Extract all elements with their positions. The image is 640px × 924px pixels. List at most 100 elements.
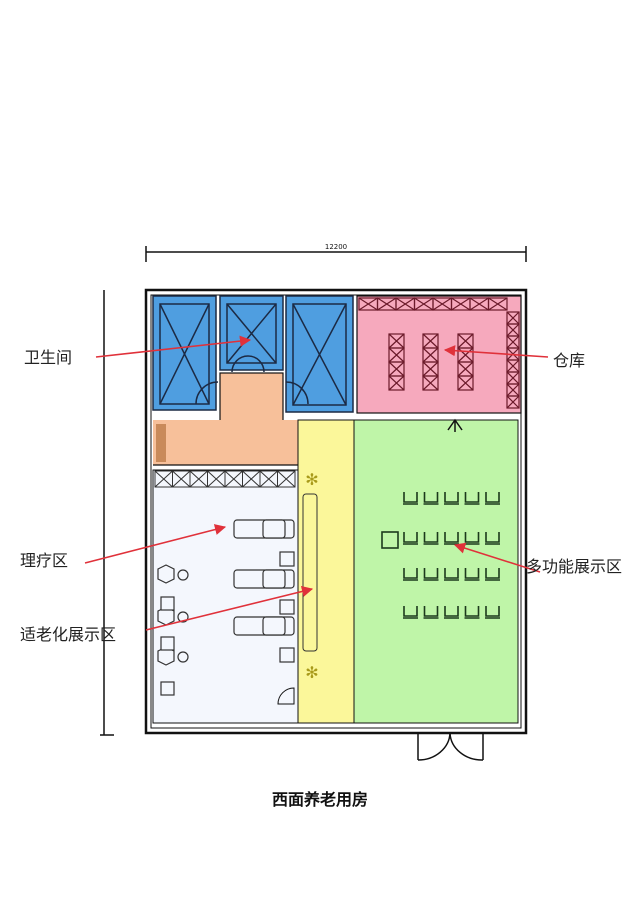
cross: [242, 470, 261, 488]
dimension-height: [100, 290, 114, 736]
label-multi-display: 多功能展示区: [526, 557, 623, 576]
cross: [207, 470, 226, 488]
chair: [485, 492, 500, 505]
cross: [457, 333, 474, 349]
entrance-door: [417, 732, 484, 761]
storage-rack: [422, 333, 439, 349]
box: [422, 375, 439, 391]
cross: [377, 297, 397, 311]
storage-rack: [388, 347, 405, 363]
chair: [423, 492, 439, 505]
chair: [485, 606, 500, 619]
cross: [457, 361, 474, 377]
label-restroom: 卫生间: [24, 348, 73, 367]
chair: [423, 532, 439, 545]
dimension-width-label: 12200: [325, 243, 347, 251]
cross: [277, 470, 296, 488]
massage-bed: [233, 616, 295, 636]
restroom-zone: [152, 295, 354, 413]
chair: [485, 532, 500, 545]
plan-title: 西面养老用房: [271, 790, 368, 809]
cross: [432, 297, 452, 311]
chair: [464, 492, 480, 505]
cross: [506, 371, 520, 385]
stool: [279, 647, 295, 663]
cross: [506, 359, 520, 373]
chair: [444, 606, 459, 619]
cross: [388, 333, 405, 349]
cross: [388, 361, 405, 377]
cross: [154, 470, 173, 488]
storage-rack: [388, 361, 405, 377]
side-table: [177, 651, 189, 663]
chair: [464, 532, 480, 545]
shelf-unit: [277, 470, 296, 488]
chair: [464, 568, 480, 581]
stool: [160, 596, 175, 611]
label-aging-display: 适老化展示区: [20, 625, 117, 644]
shelf-unit: [487, 297, 508, 311]
cross: [506, 311, 520, 325]
shelf-unit: [506, 395, 520, 409]
cross: [506, 335, 520, 349]
shelf-unit: [469, 297, 490, 311]
side-table: [177, 569, 189, 581]
corridor-zone: [153, 372, 298, 466]
chair: [403, 568, 418, 581]
bed-head: [262, 616, 286, 636]
cross: [488, 297, 508, 311]
therapy-zone: [152, 469, 299, 724]
label-storage: 仓库: [553, 351, 586, 370]
cross: [172, 470, 191, 488]
multi-display-zone: [353, 419, 519, 724]
storage-rack: [422, 375, 439, 391]
chair: [485, 568, 500, 581]
chair: [403, 606, 418, 619]
chair: [423, 568, 439, 581]
stool: [160, 681, 175, 696]
armchair: [157, 564, 175, 584]
storage-rack: [457, 375, 474, 391]
dimension-width: [145, 246, 527, 262]
cross: [388, 347, 405, 363]
massage-bed: [233, 519, 295, 539]
box: [487, 297, 508, 311]
massage-bed: [233, 569, 295, 589]
box: [388, 375, 405, 391]
cross: [395, 297, 415, 311]
cross: [506, 395, 520, 409]
cross: [469, 297, 489, 311]
bed-head: [262, 569, 286, 589]
plant-icon: ✻: [305, 470, 318, 489]
box: [457, 375, 474, 391]
cross: [414, 297, 434, 311]
cross: [451, 297, 471, 311]
cross: [422, 347, 439, 363]
stool: [279, 551, 295, 567]
cross: [422, 375, 439, 391]
cross: [259, 470, 278, 488]
aging-display-zone: [297, 419, 355, 724]
cross: [422, 333, 439, 349]
storage-rack: [388, 375, 405, 391]
cross: [506, 323, 520, 337]
bed-head: [262, 519, 286, 539]
label-therapy: 理疗区: [20, 551, 69, 570]
box: [277, 470, 296, 488]
stool: [279, 599, 295, 615]
chair: [403, 492, 418, 505]
box: [506, 395, 520, 409]
chair: [444, 492, 459, 505]
plant-icon: ✻: [305, 663, 318, 682]
chair: [444, 568, 459, 581]
lectern: [381, 531, 399, 549]
cross: [358, 297, 378, 311]
stool: [160, 636, 175, 651]
cross: [457, 375, 474, 391]
cross: [422, 361, 439, 377]
cross: [224, 470, 243, 488]
cross: [506, 383, 520, 397]
storage-rack: [457, 333, 474, 349]
storage-zone: [356, 295, 522, 414]
